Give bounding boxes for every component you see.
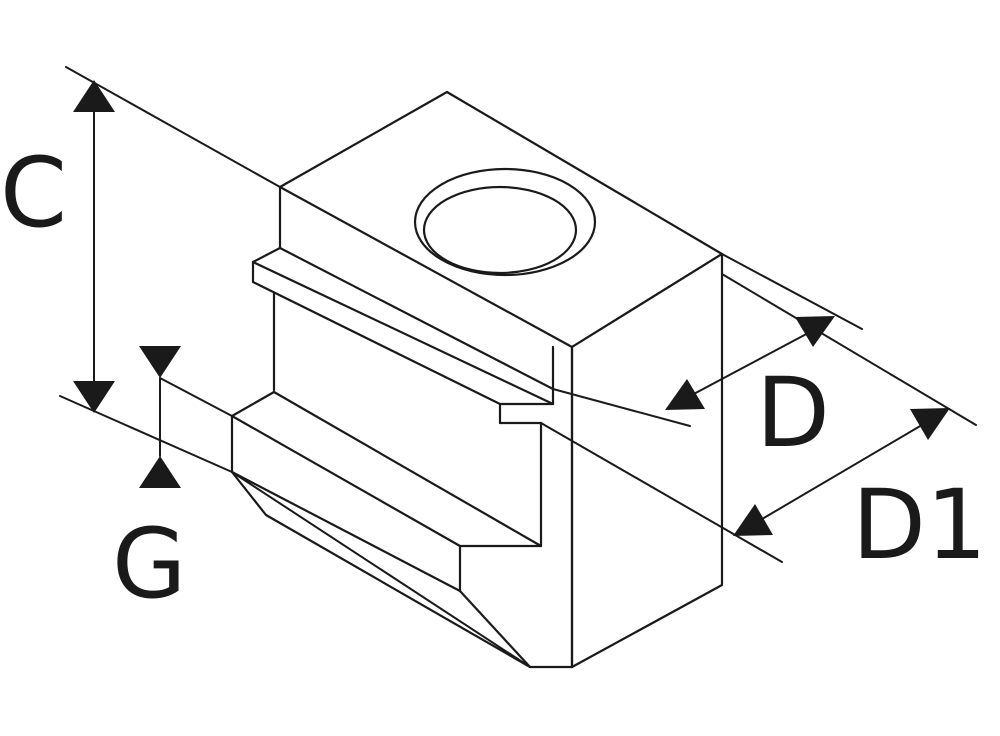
- d-extension-top: [721, 253, 863, 330]
- g-arrow-bottom: [139, 456, 181, 488]
- bottom-chamfer: [230, 470, 574, 669]
- dimension-c: C: [0, 66, 281, 473]
- upper-flange-inner-edge: [278, 246, 555, 391]
- dimension-d1: D1: [540, 273, 987, 581]
- d1-extension-top: [721, 273, 977, 426]
- upper-flange-top-edge: [251, 260, 555, 406]
- lower-shoulder-front-edge: [230, 414, 462, 548]
- counterbore-outer: [413, 167, 597, 277]
- c-extension-top: [65, 66, 281, 188]
- g-extension-top: [159, 377, 233, 417]
- bottom-chamfer-edge: [458, 589, 532, 669]
- dimension-label-c: C: [0, 137, 67, 249]
- dimension-label-g: G: [112, 508, 186, 620]
- g-extension-bottom: [231, 471, 531, 668]
- d-extension-bottom: [552, 388, 691, 427]
- d1-extension-bottom: [540, 422, 783, 563]
- c-arrow-top: [73, 80, 115, 112]
- c-extension-bottom: [59, 395, 233, 473]
- d1-arrow-lower: [733, 504, 773, 536]
- dimension-d: D: [552, 253, 863, 469]
- d-arrow-lower: [665, 379, 705, 410]
- lower-shoulder: [230, 390, 543, 593]
- d1-arrow-upper: [910, 408, 950, 440]
- dimension-label-d: D: [756, 357, 830, 469]
- upper-flange: [251, 246, 555, 406]
- d1-dimension-line: [756, 421, 928, 523]
- lower-shoulder-top-edge: [272, 390, 543, 548]
- dimension-label-d1: D1: [852, 469, 987, 581]
- c-arrow-bottom: [73, 381, 115, 413]
- g-arrow-top: [139, 346, 181, 378]
- d-dimension-line: [689, 330, 813, 397]
- dimension-g: G: [112, 346, 531, 668]
- counterbore-inner: [422, 185, 578, 275]
- t-slot-nut-body: [230, 90, 724, 669]
